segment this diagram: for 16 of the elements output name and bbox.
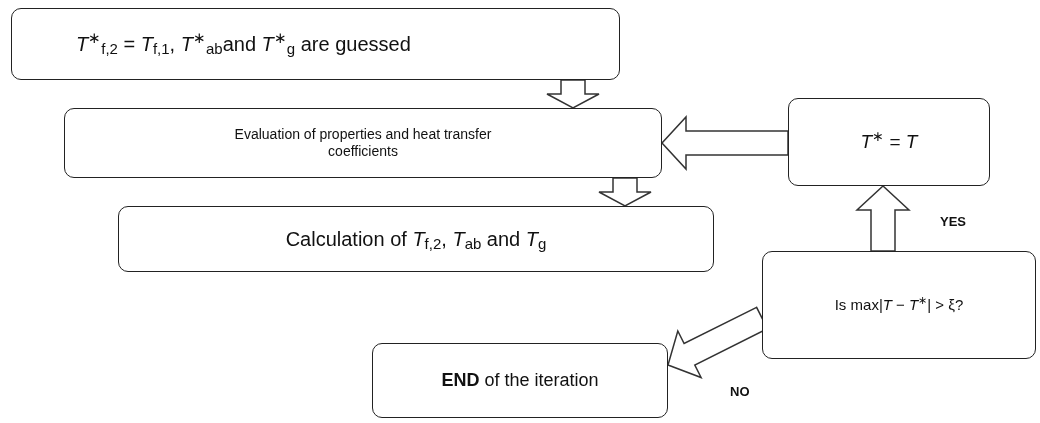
box-text: Calculation of T$_{f,2}$, T$_{ab}$ and T$_{g}$ xyxy=(285,226,547,252)
process-box xyxy=(118,206,714,272)
box-text: END of the iteration xyxy=(441,369,599,392)
block-arrow xyxy=(546,79,600,109)
block-arrow xyxy=(598,177,652,207)
box-text: Is max|T − T$^{∗}$| > ξ? xyxy=(834,295,964,315)
process-box xyxy=(64,108,662,178)
process-box xyxy=(762,251,1036,359)
box-text: T$^{∗}$ = T xyxy=(860,130,918,154)
block-arrow xyxy=(855,184,911,252)
block-arrow xyxy=(660,115,789,171)
process-box xyxy=(788,98,990,186)
process-box xyxy=(372,343,668,418)
box-text: Evaluation of properties and heat transfer coefficients xyxy=(233,125,493,161)
box-text: T$^{∗}$$_{f,2}$ = T$_{f,1}$, T$^{∗}$$_{ab}$and T$^{∗}$$_{g}$ are guessed xyxy=(76,31,411,57)
process-box xyxy=(11,8,620,80)
